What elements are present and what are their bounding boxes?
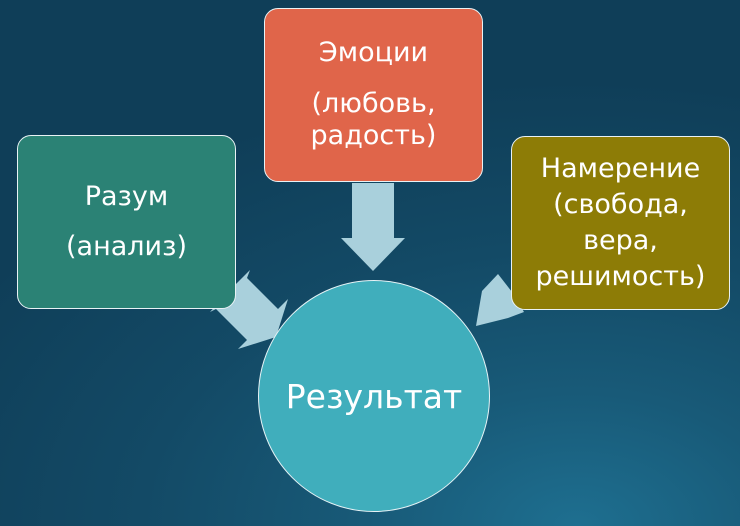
node-mind-title: Разум: [84, 180, 169, 212]
node-emotions-title: Эмоции: [318, 37, 429, 69]
node-mind-detail: (анализ): [66, 231, 187, 262]
node-intention-line1: Намерение: [540, 153, 701, 185]
node-result: Результат: [258, 280, 490, 512]
arrow-intention-to-result: [476, 274, 524, 326]
node-emotions-detail-line1: (любовь,: [311, 87, 436, 119]
node-result-label: Результат: [285, 376, 463, 416]
node-intention-line2: (свобода,: [553, 189, 688, 221]
node-emotions-detail-line2: радость): [310, 120, 437, 152]
arrow-emotions-to-result: [341, 183, 405, 271]
node-intention: Намерение (свобода, вера, решимость): [511, 136, 730, 310]
node-intention-line4: решимость): [535, 260, 706, 292]
node-intention-line3: вера,: [583, 225, 658, 256]
node-emotions: Эмоции (любовь, радость): [264, 8, 483, 182]
arrow-mind-to-result: [210, 270, 288, 349]
node-mind: Разум (анализ): [17, 135, 236, 309]
